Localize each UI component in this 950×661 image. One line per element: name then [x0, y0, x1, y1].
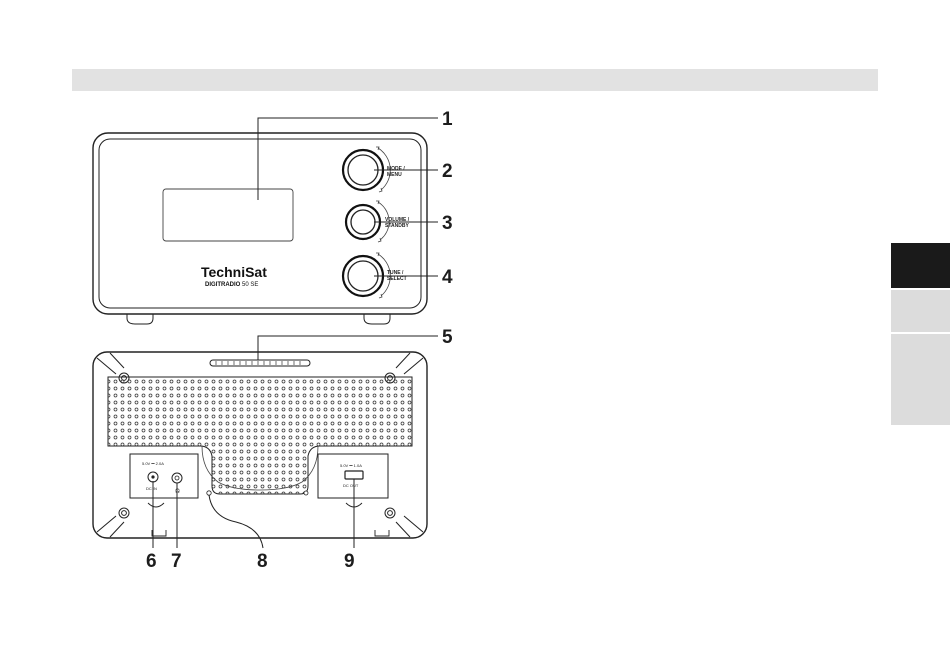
callout-6: 6	[146, 551, 157, 572]
headphone-jack[interactable]	[172, 473, 182, 483]
usb-dc-out-port[interactable]	[345, 471, 363, 479]
callout-4: 4	[442, 267, 453, 288]
brand-logo: TechniSat	[201, 264, 267, 280]
callout-3: 3	[442, 213, 453, 234]
radio-rear-view: 5.0V ⎓ 2.0A DC IN 🎧 5.0V ⎓ 1.0A DC OUT	[93, 336, 438, 548]
svg-text:SELECT: SELECT	[387, 276, 407, 282]
callout-5: 5	[442, 327, 453, 348]
svg-text:DC IN: DC IN	[146, 486, 157, 491]
callout-2: 2	[442, 161, 453, 182]
radio-front-view: TechniSat DIGITRADIO 50 SE MODE / MENU V…	[93, 118, 438, 324]
handle-slot	[210, 360, 310, 366]
model-name: DIGITRADIO 50 SE	[205, 282, 258, 288]
svg-text:DC OUT: DC OUT	[343, 483, 359, 488]
reset-hole[interactable]	[207, 491, 211, 495]
svg-text:MENU: MENU	[387, 172, 402, 178]
svg-text:5.0V ⎓ 1.0A: 5.0V ⎓ 1.0A	[340, 463, 362, 468]
callout-9: 9	[344, 551, 355, 572]
callout-8: 8	[257, 551, 268, 572]
dc-in-port[interactable]	[148, 472, 158, 482]
svg-text:STANDBY: STANDBY	[385, 223, 409, 229]
svg-text:5.0V ⎓ 2.0A: 5.0V ⎓ 2.0A	[142, 461, 164, 466]
callout-7: 7	[171, 551, 182, 572]
callout-1: 1	[442, 109, 453, 130]
